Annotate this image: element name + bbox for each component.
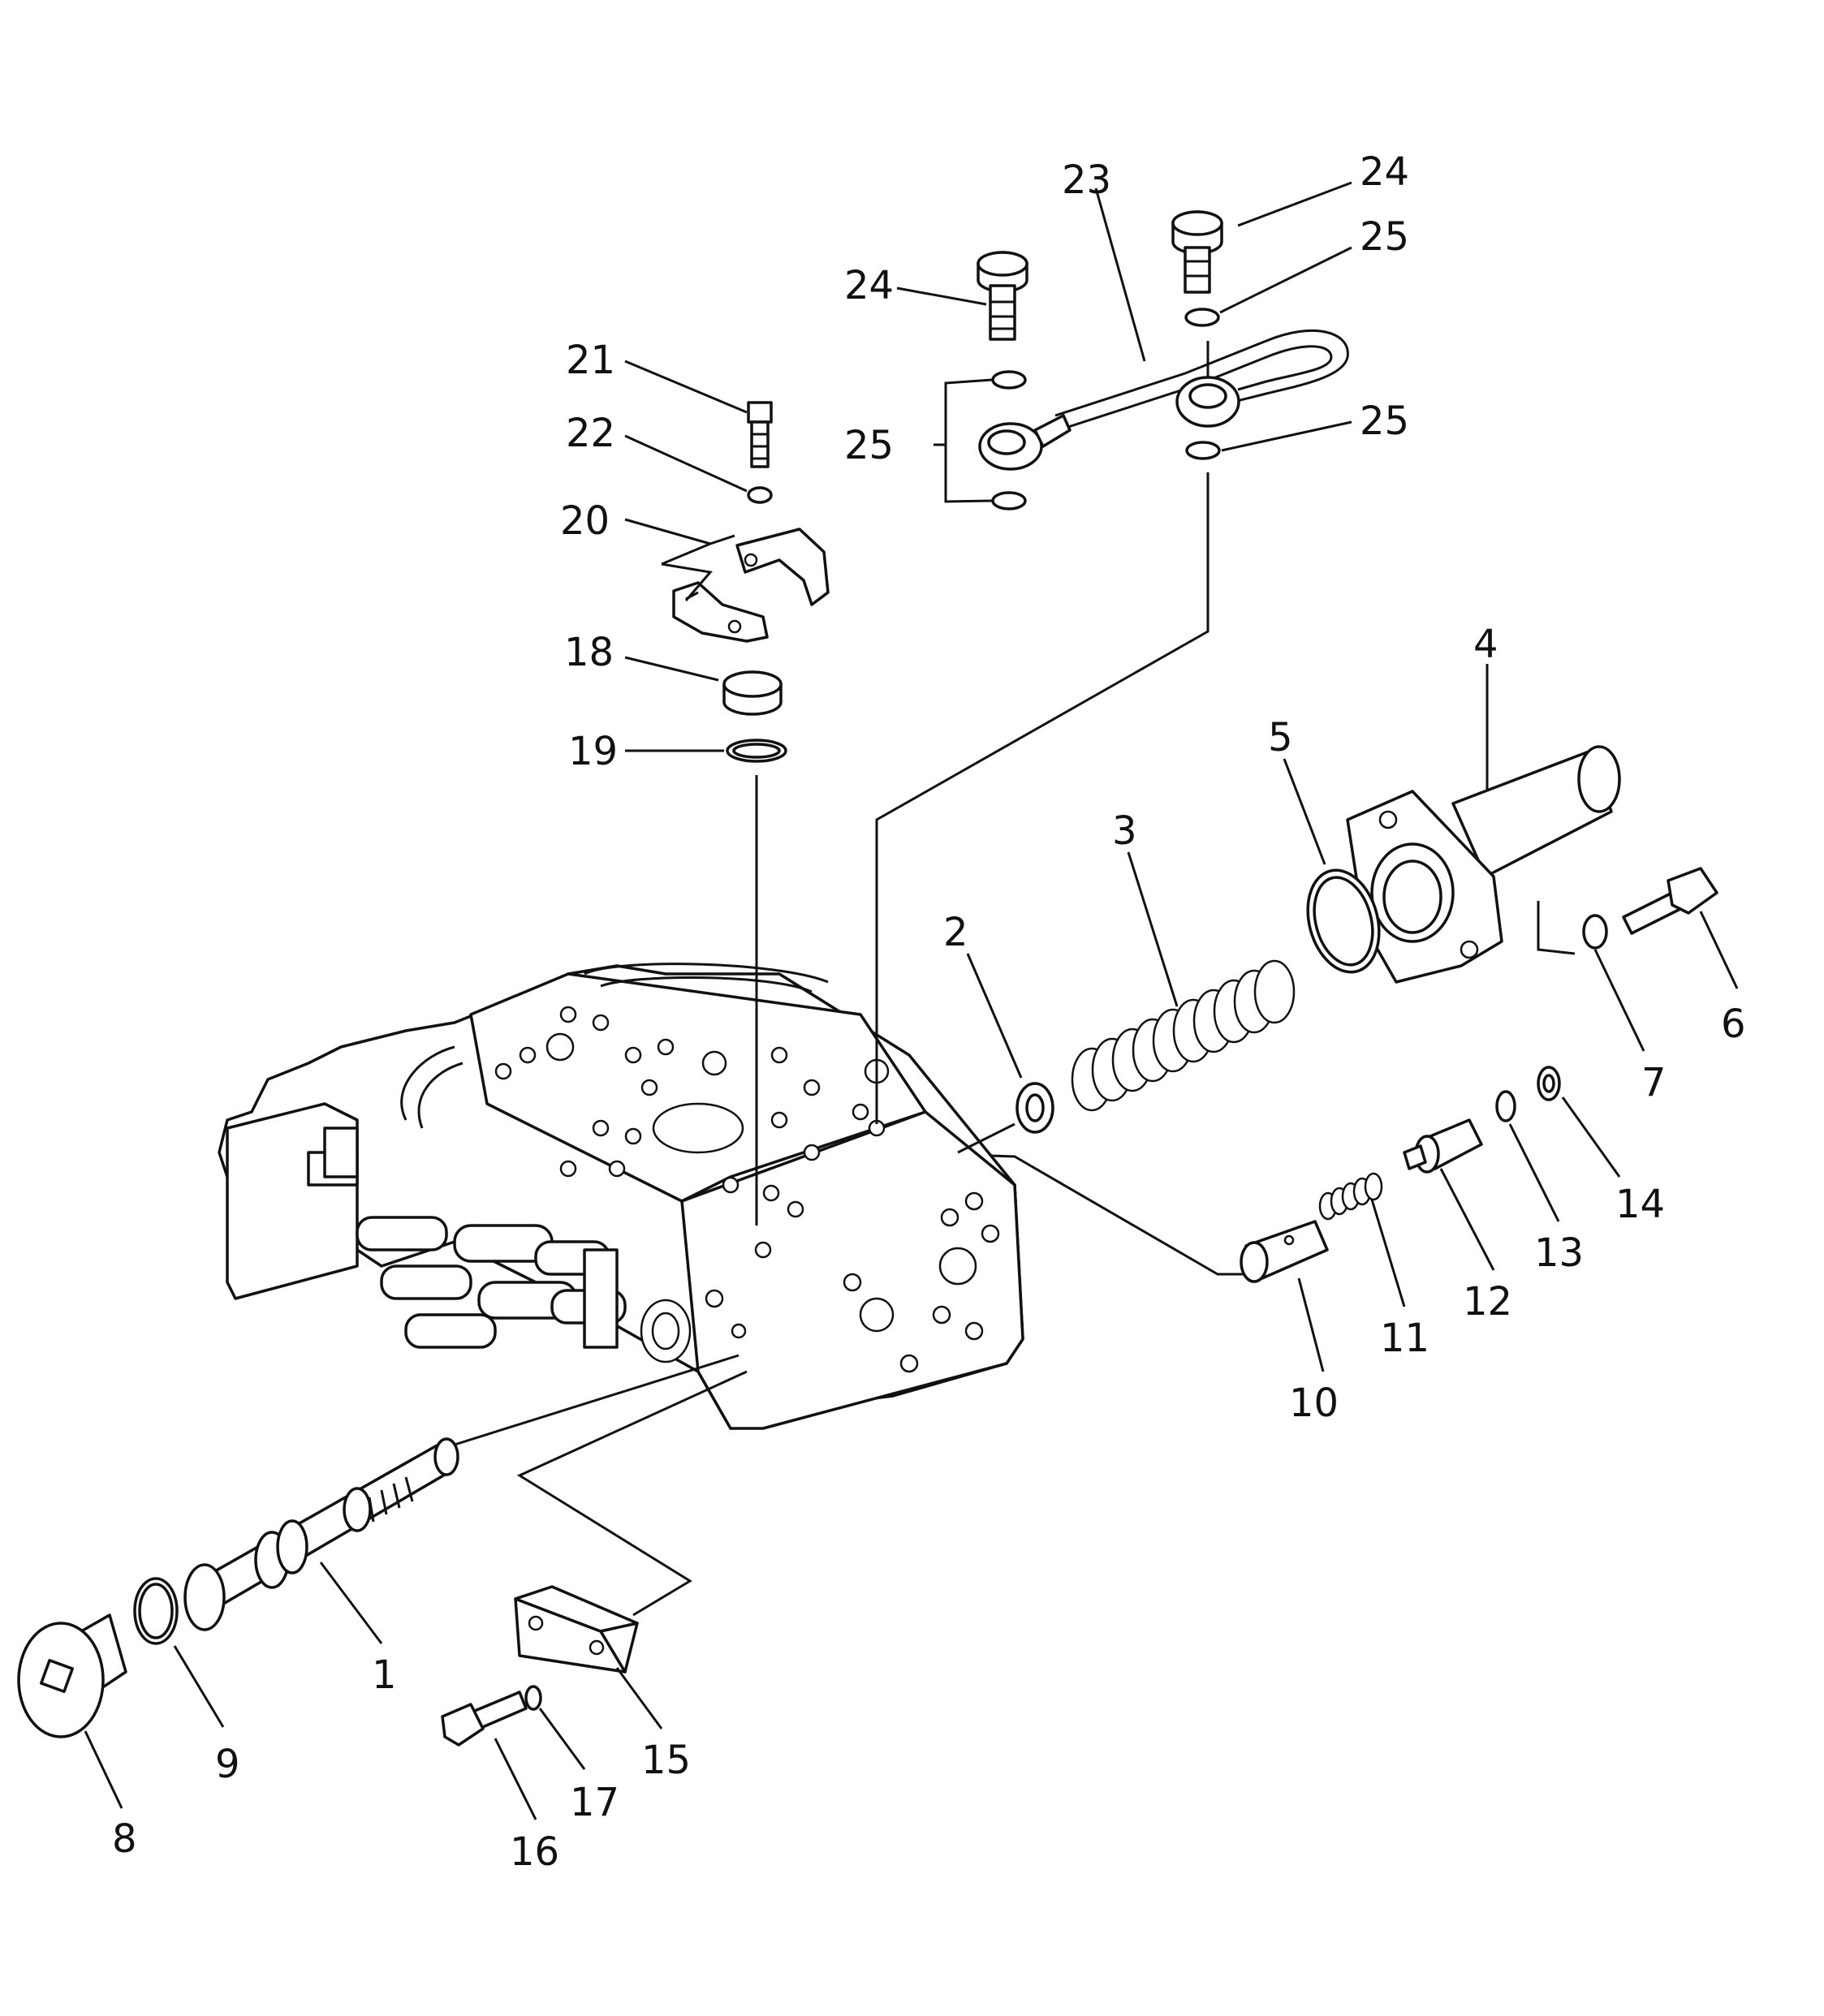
part-24-banjo-bolt-right xyxy=(1171,210,1223,294)
part-10-plunger xyxy=(1240,1220,1329,1283)
part-17-washer xyxy=(524,1685,542,1711)
callout-2: 2 xyxy=(943,910,968,955)
callout-10: 10 xyxy=(1289,1381,1339,1426)
part-24-banjo-bolt-left xyxy=(977,251,1028,341)
callout-20: 20 xyxy=(560,498,610,544)
callout-25-top-right: 25 xyxy=(1360,214,1409,260)
callout-7: 7 xyxy=(1641,1060,1667,1105)
part-7-lock-washer xyxy=(1582,914,1608,950)
part-11-small-spring xyxy=(1318,1172,1383,1221)
part-1-spool xyxy=(183,1437,459,1631)
callout-22: 22 xyxy=(566,411,615,456)
callout-21: 21 xyxy=(566,338,615,383)
callout-1: 1 xyxy=(372,1652,397,1698)
callout-labels: 1 2 3 4 5 6 7 8 9 10 11 12 13 14 15 16 1… xyxy=(112,149,1746,1875)
part-14-washer xyxy=(1537,1066,1561,1101)
callout-16: 16 xyxy=(510,1829,559,1875)
callout-12: 12 xyxy=(1463,1279,1512,1325)
callout-9: 9 xyxy=(215,1742,240,1787)
part-15-retainer-block xyxy=(514,1585,639,1674)
part-4-cover xyxy=(1346,745,1621,984)
callout-25-left: 25 xyxy=(844,423,894,468)
callout-6: 6 xyxy=(1721,1002,1746,1047)
part-5-o-ring xyxy=(1306,868,1381,974)
callout-4: 4 xyxy=(1473,622,1498,667)
valve-body xyxy=(218,963,1024,1430)
callout-leaders xyxy=(84,181,1739,1820)
part-8-plug-cap xyxy=(17,1613,127,1738)
part-16-bolt xyxy=(441,1691,528,1747)
callout-25-lower-right: 25 xyxy=(1360,398,1409,444)
part-25-o-rings xyxy=(991,308,1221,510)
part-22-washer xyxy=(747,486,773,504)
alignment-lines xyxy=(454,341,1576,1617)
callout-13: 13 xyxy=(1534,1230,1584,1276)
part-13-o-ring xyxy=(1495,1090,1516,1122)
callout-3: 3 xyxy=(1112,808,1137,854)
callout-5: 5 xyxy=(1268,715,1293,760)
part-3-spring xyxy=(1071,959,1296,1112)
callout-14: 14 xyxy=(1615,1182,1665,1227)
part-18-plug xyxy=(722,670,783,716)
part-12-valve-poppet xyxy=(1403,1118,1483,1174)
part-23-tube-assembly xyxy=(978,329,1349,471)
callout-17: 17 xyxy=(570,1780,619,1825)
callout-19: 19 xyxy=(568,729,618,774)
callout-18: 18 xyxy=(564,630,614,675)
part-19-o-ring xyxy=(726,739,787,763)
callout-24-right: 24 xyxy=(1360,149,1409,195)
callout-15: 15 xyxy=(641,1738,691,1783)
callout-11: 11 xyxy=(1380,1316,1429,1361)
part-20-split-flange xyxy=(672,528,830,643)
callout-24-left: 24 xyxy=(844,263,894,308)
callout-8: 8 xyxy=(112,1816,137,1862)
part-9-o-ring xyxy=(133,1577,179,1645)
part-2-washer xyxy=(1015,1082,1054,1134)
part-6-bolt xyxy=(1622,867,1718,935)
part-21-bolt xyxy=(747,401,773,468)
callout-23: 23 xyxy=(1062,157,1111,203)
